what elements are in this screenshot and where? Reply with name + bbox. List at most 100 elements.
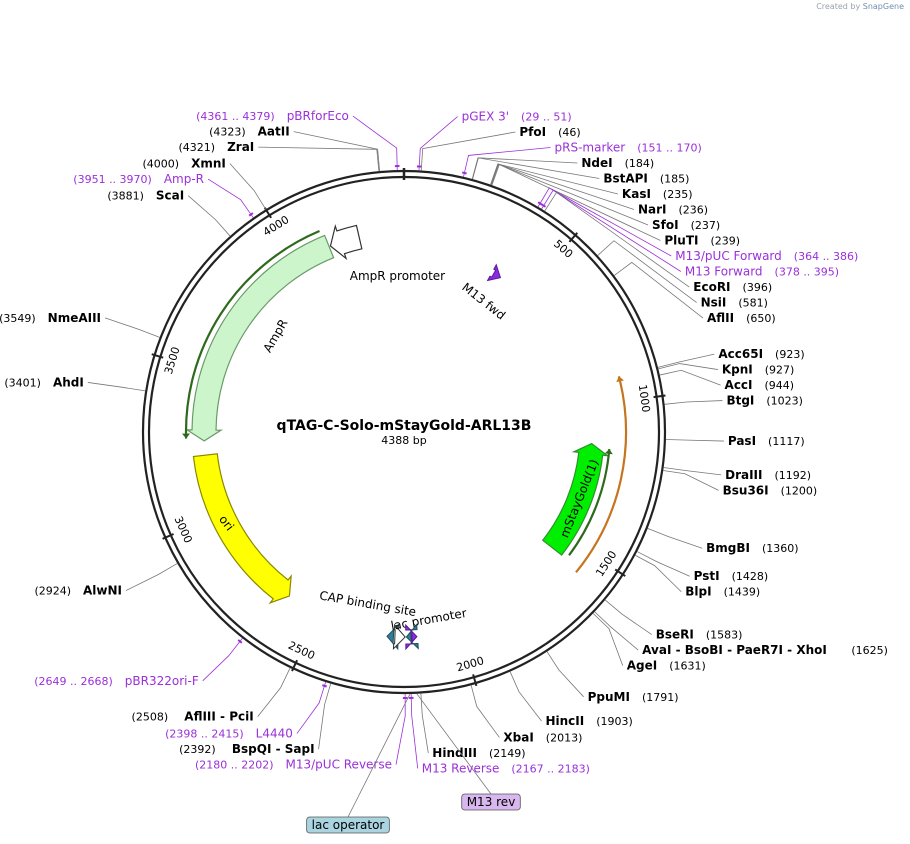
enzyme-leader-scai-3881 (187, 195, 231, 237)
enzyme-coord: (46) (558, 126, 581, 139)
enzyme-coord: (2149) (489, 747, 526, 760)
plasmid-name: qTAG-C-Solo-mStayGold-ARL13B (277, 418, 532, 434)
feature-lac-promoter (392, 623, 406, 651)
primer-coord: (2398 .. 2415) (165, 728, 244, 741)
tick-label-3500: 3500 (162, 345, 183, 376)
plasmid-length: 4388 bp (381, 434, 426, 447)
tick-label-2000: 2000 (455, 654, 485, 674)
primer-coord: (378 .. 395) (775, 266, 840, 279)
primer-coord: (364 .. 386) (794, 250, 859, 263)
enzyme-name: PluTI (664, 234, 698, 248)
enzyme-label-bsu36i-1200: Bsu36I(1200) (723, 483, 818, 497)
enzyme-label-scai-3881: ScaI(3881) (107, 189, 184, 203)
enzyme-name: HincII (545, 714, 584, 728)
enzyme-label-ahdi-3401: AhdI(3401) (4, 375, 83, 389)
enzyme-leader-blpi-1439 (635, 554, 682, 593)
enzyme-name: BseRI (656, 628, 694, 642)
tick-3000 (162, 533, 174, 540)
feature-ampr-promoter (329, 224, 363, 261)
primer-name: M13/pUC Forward (675, 249, 782, 263)
enzyme-leader-xbai-2013 (470, 685, 500, 738)
enzyme-coord: (1360) (762, 542, 799, 555)
enzyme-coord: (2508) (132, 711, 169, 724)
box-lac-operator (306, 816, 390, 834)
enzyme-coord: (1428) (732, 570, 769, 583)
enzyme-label-psti-1428: PstI(1428) (694, 569, 769, 583)
enzyme-name: BmgBI (706, 541, 750, 555)
box-label-lac-operator: lac operator (312, 818, 385, 832)
enzyme-leader-bseri-1583 (604, 599, 652, 635)
enzyme-coord: (2392) (179, 743, 216, 756)
primer-label-m13-forward-386: M13 Forward(378 .. 395) (685, 265, 839, 279)
enzyme-name: BstAPI (603, 172, 648, 186)
enzyme-leader-hindiii-2149 (420, 693, 429, 754)
enzyme-coord: (184) (625, 157, 655, 170)
enzyme-leader-sfoi-237 (490, 163, 649, 226)
tick-2500 (291, 659, 298, 672)
primer-name: pRS-marker (555, 141, 626, 155)
primer-leader-m13-puc-forward-375 (537, 187, 672, 257)
enzyme-coord: (1791) (642, 691, 679, 704)
enzyme-name: DraIII (725, 468, 762, 482)
primer-mark-m13-puc-forward-375 (537, 201, 543, 206)
primer-coord: (2180 .. 2202) (195, 759, 274, 772)
enzyme-label-nsii-581: NsiI(581) (701, 296, 768, 310)
enzyme-label-blpi-1439: BlpI(1439) (685, 585, 760, 599)
enzyme-label-xbai-2013: XbaI(2013) (503, 730, 582, 744)
tick-2000 (472, 674, 478, 687)
enzyme-name: Acc65I (718, 347, 763, 361)
tick-label-1000: 1000 (636, 384, 653, 414)
enzyme-leader-acci-944 (659, 369, 721, 386)
primer-label-m13-reverse-2175: M13 Reverse(2167 .. 2183) (422, 761, 590, 775)
enzyme-name: NmeAIII (48, 311, 101, 325)
enzyme-coord: (235) (663, 188, 693, 201)
enzyme-label-draiii-1192: DraIII(1192) (725, 468, 811, 482)
primer-leader-m13-reverse-2175 (410, 693, 419, 769)
enzyme-leader-psti-1428 (636, 551, 690, 577)
enzyme-name: AhdI (53, 375, 84, 389)
enzyme-coord: (1117) (768, 435, 805, 448)
enzyme-leader-nsii-581 (597, 240, 697, 303)
enzyme-leader-ahdi-3401 (87, 382, 146, 392)
enzyme-label-btgi-1023: BtgI(1023) (726, 394, 803, 408)
enzyme-label-afliii-pcii-2508: AflIII - PciI(2508) (132, 710, 254, 724)
enzyme-coord: (1023) (766, 395, 803, 408)
enzyme-leader-alwni-2924 (125, 563, 178, 591)
primer-coord: (4361 .. 4379) (196, 110, 275, 123)
feature-m13-rev (405, 623, 418, 651)
enzyme-leader-kpni-927 (658, 363, 718, 370)
enzyme-label-zrai-4321: ZraI(4321) (179, 140, 255, 154)
enzyme-name: PfoI (519, 125, 546, 139)
enzyme-leader-pfoi-46 (420, 131, 516, 171)
enzyme-leader-xmni-4000 (229, 163, 267, 210)
orf-arc-1 (568, 448, 611, 556)
enzyme-name: NdeI (581, 156, 612, 170)
enzyme-name: KasI (622, 187, 651, 201)
enzyme-name: Bsu36I (723, 483, 769, 497)
enzyme-coord: (4323) (209, 126, 246, 139)
enzyme-coord: (2013) (546, 731, 583, 744)
credit-brand: SnapGene (862, 2, 904, 11)
orf-arrowhead-0 (182, 433, 191, 439)
enzyme-coord: (2924) (34, 585, 71, 598)
enzyme-coord: (1583) (706, 629, 743, 642)
enzyme-label-pasi-1117: PasI (1117) (728, 434, 805, 448)
primer-label-pbrforeco-4370: pBRforEco(4361 .. 4379) (196, 109, 349, 123)
enzyme-name: NarI (638, 203, 667, 217)
primer-mark-prs-marker-160 (461, 171, 467, 175)
enzyme-name: BspQI - SapI (232, 742, 315, 756)
orf-arc-0 (184, 230, 320, 439)
enzyme-coord: (1903) (596, 715, 633, 728)
enzyme-coord: (3549) (0, 312, 36, 325)
orf-arc-2 (575, 376, 628, 574)
enzyme-coord: (396) (743, 281, 773, 294)
enzyme-leader-pasi-1117 (665, 439, 724, 442)
primer-label-prs-marker-160: pRS-marker(151 .. 170) (555, 141, 702, 155)
feature-label-ampr: AmpR (260, 317, 290, 355)
primer-name: L4440 (256, 727, 293, 741)
enzyme-name: PasI (728, 434, 756, 448)
enzyme-name: ZraI (227, 140, 254, 154)
enzyme-leader-nmeaiii-3549 (104, 317, 160, 338)
enzyme-coord: (1631) (669, 660, 706, 673)
